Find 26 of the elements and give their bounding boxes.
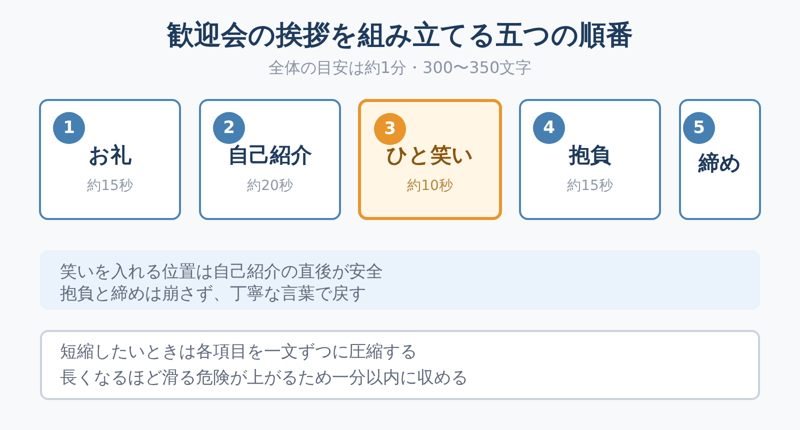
step-number-badge: 3 [374, 113, 406, 145]
highlighted-step-card [358, 99, 502, 220]
duration-text: 約15秒 [87, 177, 133, 196]
tip-panel [40, 330, 760, 400]
step-card [519, 99, 661, 220]
step-title: 抱負 [569, 142, 611, 169]
step-number-badge: 4 [533, 112, 565, 144]
step-title: 締め [698, 150, 742, 177]
note-text: 笑いを入れる位置は自己紹介の直後が安全 [60, 261, 383, 283]
diagram-title: 歓迎会の挨拶を組み立てる五つの順番 [167, 19, 633, 53]
step-title: ひと笑い [386, 142, 474, 169]
step-title: お礼 [88, 142, 132, 169]
step-number-badge: 2 [213, 112, 245, 144]
step-card [199, 99, 341, 220]
step-number-badge: 5 [683, 112, 715, 144]
step-number-badge: 1 [53, 112, 85, 144]
duration-text: 約15秒 [567, 177, 613, 196]
subtitle-text: 全体の目安は約1分・300〜350文字 [268, 57, 532, 79]
note-text: 長くなるほど滑る危険が上がるため一分以内に収める [60, 367, 468, 390]
note-text: 抱負と締めは崩さず、丁寧な言葉で戻す [60, 283, 366, 305]
step-card [679, 99, 761, 220]
duration-text: 約20秒 [247, 177, 293, 196]
step-card [39, 99, 181, 220]
step-title: 自己紹介 [228, 142, 312, 169]
note-text: 短縮したいときは各項目を一文ずつに圧縮する [60, 341, 417, 364]
duration-text: 約10秒 [407, 177, 453, 196]
